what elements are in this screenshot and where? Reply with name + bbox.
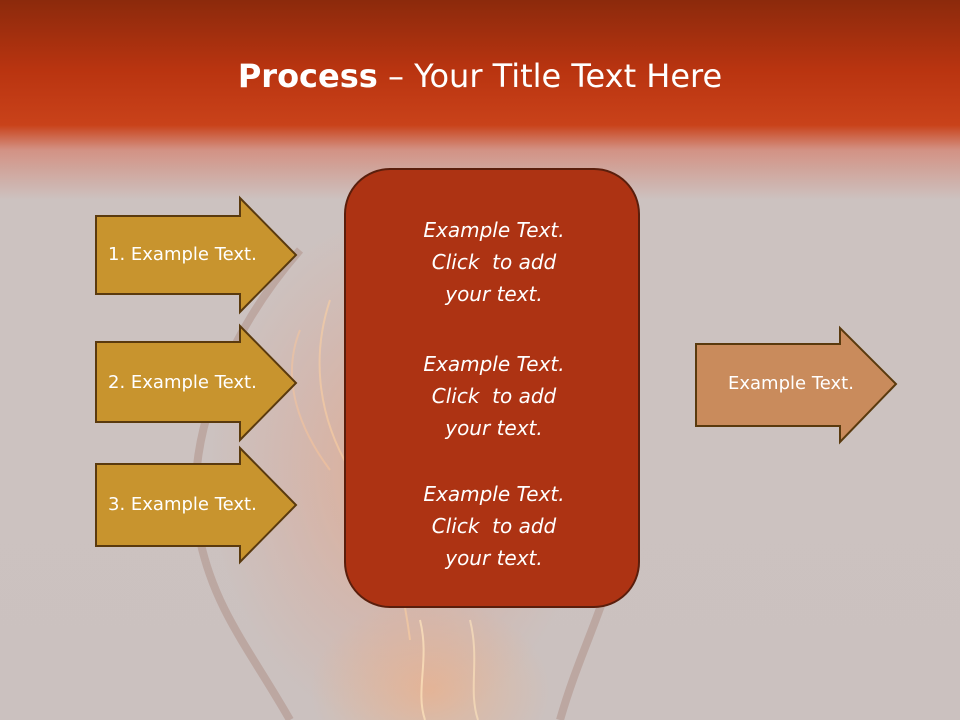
left-arrow-2[interactable]: 2. Example Text. bbox=[95, 323, 298, 443]
center-block-1-line1: Example Text. bbox=[423, 218, 565, 242]
arrow-shape-3 bbox=[95, 445, 298, 565]
center-block-1-line2: Click to add bbox=[431, 250, 557, 274]
center-block-3-line2: Click to add bbox=[431, 514, 557, 538]
title-text: Your Title Text Here bbox=[414, 57, 723, 95]
title-bold: Process bbox=[237, 57, 378, 95]
right-arrow-label: Example Text. bbox=[728, 373, 854, 394]
center-content-box[interactable]: Example Text. Click to add your text. Ex… bbox=[344, 168, 640, 608]
left-arrow-1[interactable]: 1. Example Text. bbox=[95, 195, 298, 315]
left-arrow-3[interactable]: 3. Example Text. bbox=[95, 445, 298, 565]
arrow-shape-2 bbox=[95, 323, 298, 443]
center-block-2: Example Text. Click to add your text. bbox=[346, 348, 642, 444]
center-block-2-line3: your text. bbox=[445, 416, 543, 440]
left-arrow-3-label: 3. Example Text. bbox=[108, 494, 257, 515]
title-dash: – bbox=[387, 57, 404, 95]
header-band bbox=[0, 0, 960, 200]
center-block-2-line1: Example Text. bbox=[423, 352, 565, 376]
left-arrow-1-label: 1. Example Text. bbox=[108, 244, 257, 265]
center-block-3-line3: your text. bbox=[445, 546, 543, 570]
center-block-3-line1: Example Text. bbox=[423, 482, 565, 506]
right-arrow[interactable]: Example Text. bbox=[695, 325, 898, 445]
center-block-1: Example Text. Click to add your text. bbox=[346, 214, 642, 310]
center-block-1-line3: your text. bbox=[445, 282, 543, 306]
center-block-2-line2: Click to add bbox=[431, 384, 557, 408]
left-arrow-2-label: 2. Example Text. bbox=[108, 372, 257, 393]
right-arrow-shape bbox=[695, 325, 898, 445]
arrow-shape-1 bbox=[95, 195, 298, 315]
slide-title[interactable]: Process – Your Title Text Here bbox=[0, 52, 960, 100]
center-block-3: Example Text. Click to add your text. bbox=[346, 478, 642, 574]
